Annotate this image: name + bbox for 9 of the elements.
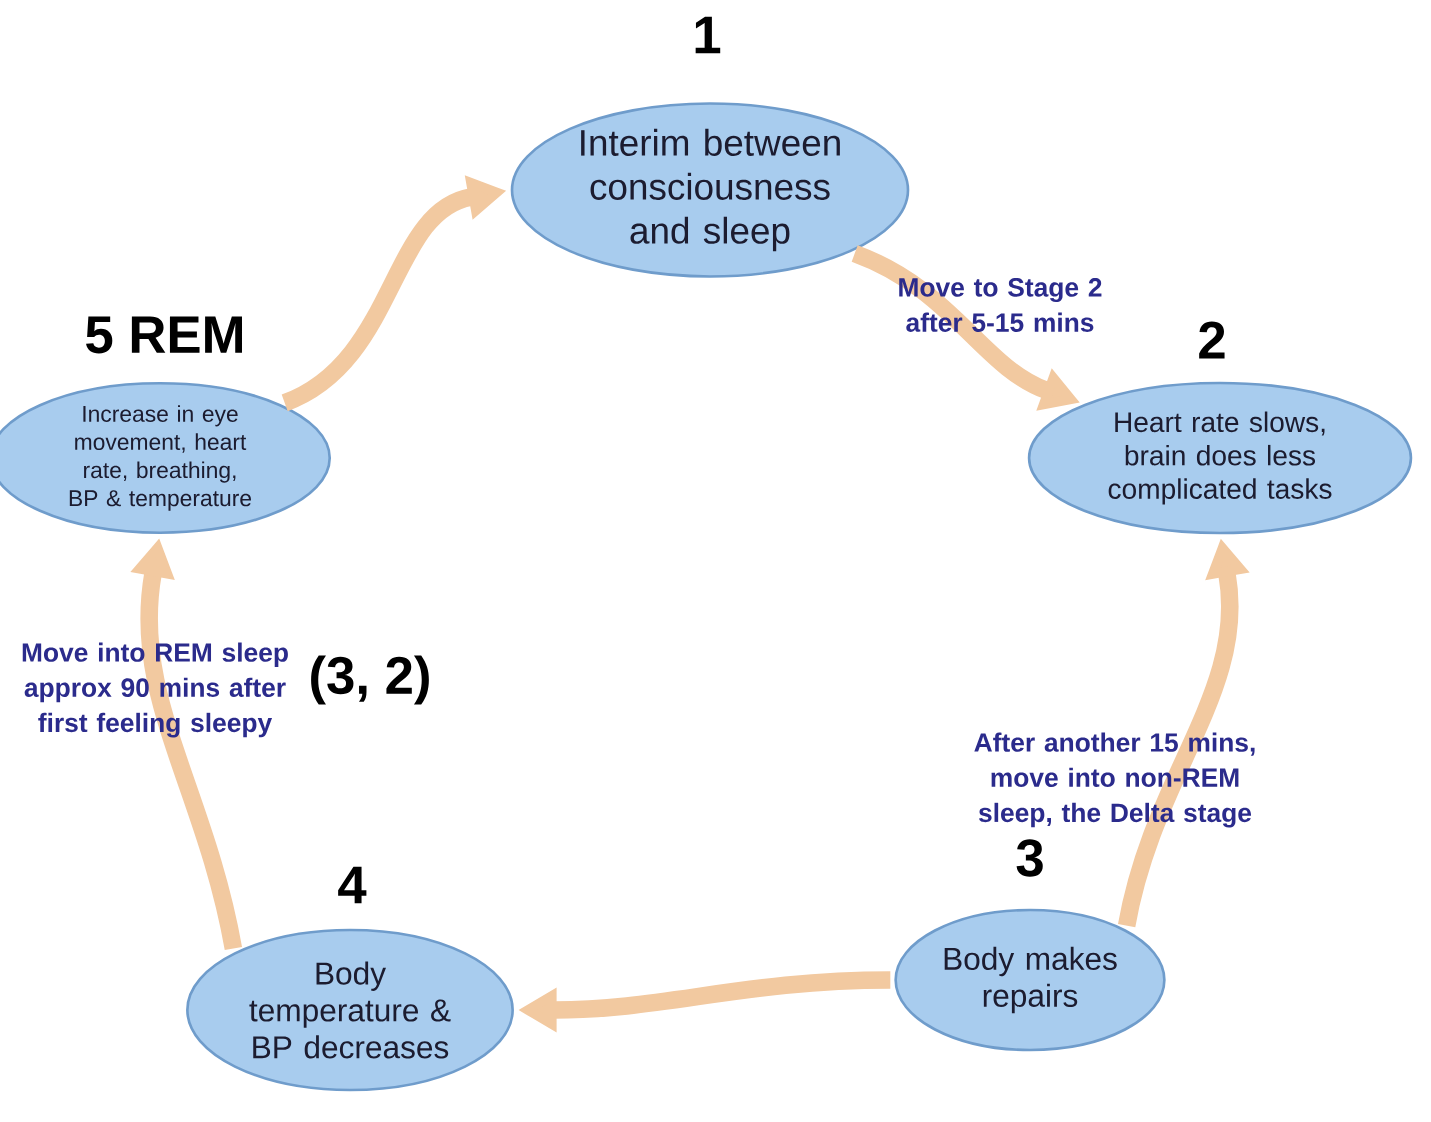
stage-number: 3	[1016, 839, 1043, 877]
edge-label: After another 15 mins, move into non-REM sleep, the Delta stage	[974, 732, 1255, 828]
stage-number: 1	[695, 16, 721, 54]
note-label: (3, 2)	[311, 655, 429, 705]
stage-number: 2	[1199, 321, 1225, 359]
stage-number: 5 REM	[86, 316, 242, 354]
edge-label: Move to Stage 2 after 5-15 mins	[899, 278, 1102, 332]
edge-label: Move into REM sleep approx 90 mins after first feeling sleepy	[22, 642, 288, 738]
stage-number: 4	[338, 866, 367, 904]
